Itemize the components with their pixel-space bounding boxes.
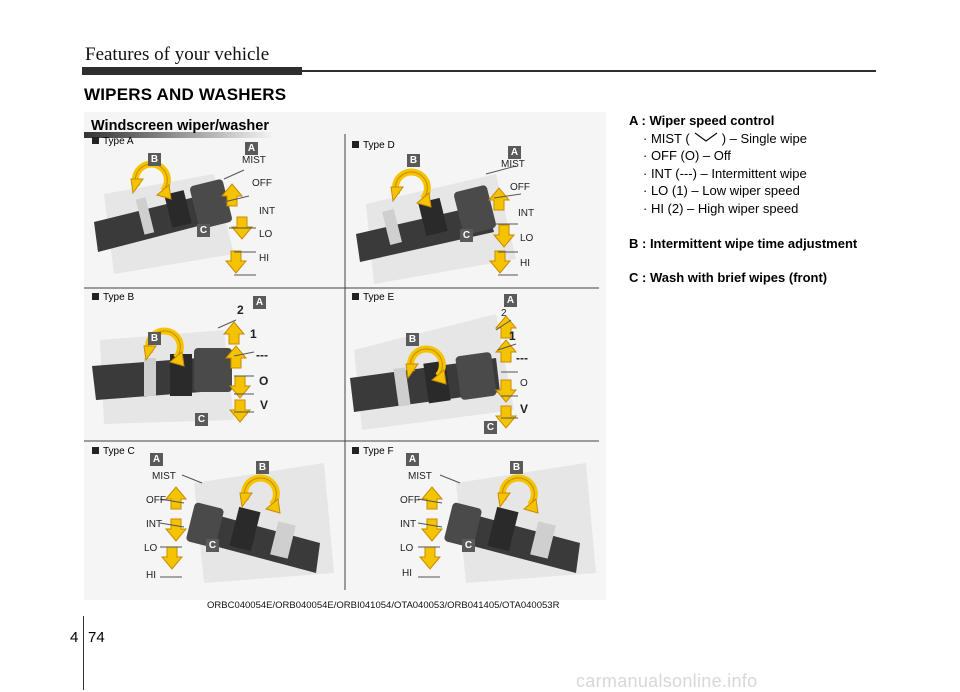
badge-c-type-b: C <box>195 413 208 426</box>
label-2-e: 2 <box>501 308 507 319</box>
badge-a-type-f: A <box>406 453 419 466</box>
figure-caption-text: Windscreen wiper/washer <box>91 118 269 134</box>
badge-c-type-d: C <box>460 229 473 242</box>
label-hi-c: HI <box>146 570 156 581</box>
label-off-c: OFF <box>146 495 166 506</box>
label-int-dash-e: --- <box>516 351 528 365</box>
wiper-figure: Windscreen wiper/washer Type A Type D Ty… <box>84 112 606 600</box>
section-title: WIPERS AND WASHERS <box>84 85 287 104</box>
label-hi-a: HI <box>259 253 269 264</box>
label-hi-d: HI <box>520 258 530 269</box>
badge-b-type-e: B <box>406 333 419 346</box>
label-int-a: INT <box>259 206 276 217</box>
label-mist-f: MIST <box>408 471 432 482</box>
label-lo-d: LO <box>520 233 534 244</box>
badge-a-type-c: A <box>150 453 163 466</box>
badge-c-type-e: C <box>484 421 497 434</box>
badge-c-type-f: C <box>462 539 475 552</box>
type-label-d: Type D <box>352 140 395 151</box>
label-off-d: OFF <box>510 182 530 193</box>
legend-b-title: B : Intermittent wipe time adjustment <box>629 235 858 251</box>
footer-page: 74 <box>88 629 105 646</box>
legend-a-item-hi: · HI (2) – High wiper speed <box>643 200 799 216</box>
legend: A : Wiper speed control · MIST () – Sing… <box>629 112 857 287</box>
badge-a-type-e: A <box>504 294 517 307</box>
header-bar <box>82 67 302 75</box>
label-hi-f: HI <box>402 568 412 579</box>
figure-code: ORBC040054E/ORB040054E/ORBI041054/OTA040… <box>207 600 560 611</box>
legend-a-item-lo: · LO (1) – Low wiper speed <box>643 183 800 199</box>
label-mist-v-e: V <box>520 402 529 416</box>
legend-c-title: C : Wash with brief wipes (front) <box>629 270 828 286</box>
label-off-o-b: O <box>259 374 269 388</box>
label-mist-a: MIST <box>242 155 266 166</box>
label-mist-v-b: V <box>260 398 269 412</box>
badge-b-type-a: B <box>148 153 161 166</box>
page-header-title: Features of your vehicle <box>85 44 270 65</box>
legend-a-item-mist: · MIST () – Single wipe <box>643 130 807 146</box>
type-label-f: Type F <box>352 446 394 457</box>
badge-b-type-d: B <box>407 154 420 167</box>
legend-a-item-off: · OFF (O) – Off <box>643 148 731 164</box>
footer-chapter: 4 <box>70 629 79 646</box>
label-off-f: OFF <box>400 495 420 506</box>
label-int-dash-b: --- <box>256 348 268 362</box>
badge-c-type-c: C <box>206 539 219 552</box>
watermark: carmanualsonline.info <box>576 671 758 691</box>
legend-a-item-int: · INT (---) – Intermittent wipe <box>643 165 807 181</box>
type-label-a: Type A <box>92 136 134 147</box>
label-1-b: 1 <box>250 327 257 341</box>
type-label-e: Type E <box>352 292 394 303</box>
label-mist-d: MIST <box>501 159 525 170</box>
badge-b-type-c: B <box>256 461 269 474</box>
badge-a-type-a: A <box>245 142 258 155</box>
legend-a-title: A : Wiper speed control <box>629 113 775 128</box>
label-lo-a: LO <box>259 229 273 240</box>
label-lo-f: LO <box>400 543 414 554</box>
label-mist-c: MIST <box>152 471 176 482</box>
mist-icon <box>694 132 718 142</box>
label-2-b: 2 <box>237 303 244 317</box>
figure-caption: Windscreen wiper/washer <box>84 117 606 135</box>
wiper-figure-graphic <box>84 132 599 590</box>
label-lo-c: LO <box>144 543 158 554</box>
label-1-e: 1 <box>509 329 516 343</box>
type-label-c: Type C <box>92 446 135 457</box>
type-label-b: Type B <box>92 292 134 303</box>
footer-divider <box>83 616 84 690</box>
badge-b-type-f: B <box>510 461 523 474</box>
label-int-d: INT <box>518 208 535 219</box>
badge-a-type-b: A <box>253 296 266 309</box>
header-rule <box>302 70 876 72</box>
label-int-c: INT <box>146 519 163 530</box>
label-int-f: INT <box>400 519 417 530</box>
badge-c-type-a: C <box>197 224 210 237</box>
label-off-a: OFF <box>252 178 272 189</box>
badge-b-type-b: B <box>148 332 161 345</box>
label-off-o-e: O <box>520 378 528 389</box>
badge-a-type-d: A <box>508 146 521 159</box>
